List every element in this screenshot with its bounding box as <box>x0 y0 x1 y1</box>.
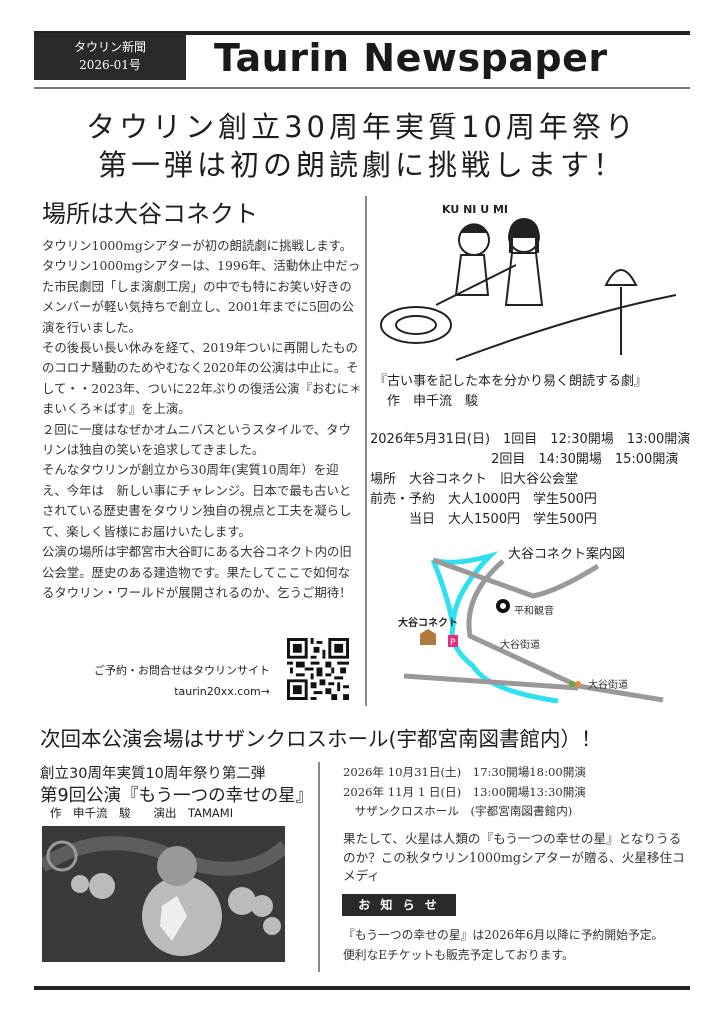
landmark-label: 平和観音 <box>514 604 554 617</box>
masthead-title: Taurin Newspaper <box>214 36 608 80</box>
paragraph: ２回に一度はなぜかオムニバスというスタイルで、タウリンは独自の笑いを追求してきま… <box>42 421 351 458</box>
play-caption: 『古い事を記した本を分かり易く朗読する劇』 作 申千流 駿 <box>374 372 647 412</box>
detail-line: 2026年5月31日(日) 1回目 12:30開場 13:00開演 <box>370 432 691 447</box>
paragraph: タウリン1000mgシアターは、1996年、活動休止中だった市民劇団「しま演劇工… <box>42 258 361 335</box>
notice-text: 『もう一つの幸せの星』は2026年6月以降に予約開始予定。 便利なEチケットも販… <box>343 925 663 965</box>
venue-building-icon <box>420 629 436 645</box>
play-description: 『古い事を記した本を分かり易く朗読する劇』 <box>374 374 648 389</box>
qr-code[interactable] <box>287 638 349 700</box>
article1-heading: 場所は大谷コネクト <box>42 200 258 228</box>
parking-icon <box>448 635 458 647</box>
road-label: 大谷街道 <box>500 638 540 651</box>
paper-name: タウリン新聞 <box>73 40 146 54</box>
article2-schedule: 2026年 10月31日(土) 17:30開場18:00開演 2026年 11月 … <box>343 763 586 822</box>
article1-body: タウリン1000mgシアターが初の朗読劇に挑戦します。 タウリン1000mgシア… <box>42 236 362 603</box>
illustration-title: KU NI U MI <box>442 203 508 216</box>
website-link[interactable]: taurin20xx.com→ <box>174 685 270 698</box>
article2-heading: 次回本公演会場はサザンクロスホール(宇都宮南図書館内）！ <box>40 727 602 751</box>
detail-line: 当日 大人1500円 学生500円 <box>370 512 597 527</box>
road-label: 大谷街道 <box>588 678 628 691</box>
detail-line: 前売・予約 大人1000円 学生500円 <box>370 492 597 507</box>
event-details: 2026年5月31日(日) 1回目 12:30開場 13:00開演 2回目 14… <box>370 430 690 530</box>
venue-label: 大谷コネクト <box>398 616 458 629</box>
contact-info: ご予約・お問合せはタウリンサイト taurin20xx.com→ <box>80 660 270 702</box>
notice-line: 便利なEチケットも販売予定しております。 <box>343 948 574 962</box>
venue-map: 大谷コネクト案内図 平和観音 大谷コネクト P 大谷街道 大谷街道 <box>398 546 664 704</box>
article2-credits: 作 申千流 駿 演出 TAMAMI <box>50 806 234 820</box>
top-rule <box>34 31 690 35</box>
map-title: 大谷コネクト案内図 <box>508 546 625 562</box>
paragraph: その後長い長い休みを経て、2019年ついに再開したもののコロナ騒動のためやむなく… <box>42 340 362 417</box>
svg-text:P: P <box>450 638 456 648</box>
masthead-rule <box>34 87 690 89</box>
paragraph: そんなタウリンが創立から30周年(実質10周年）を迎え、今年は 新しい事にチャレ… <box>42 462 352 539</box>
article2-title: 第9回公演『もう一つの幸せの星』 <box>40 786 314 806</box>
play-author: 作 申千流 駿 <box>374 394 479 409</box>
notice-label: お 知 ら せ <box>342 894 456 916</box>
column-divider <box>365 196 367 706</box>
headline-line1: タウリン創立30周年実質10周年祭り <box>86 110 638 144</box>
road-otani <box>466 559 664 703</box>
notice-line: 『もう一つの幸せの星』は2026年6月以降に予約開始予定。 <box>343 928 664 942</box>
paragraph: 公演の場所は宇都宮市大谷町にある大谷コネクト内の旧公会堂。歴史のある建造物です。… <box>42 544 352 600</box>
detail-line: 2回目 14:30開場 15:00開演 <box>370 452 679 467</box>
column-divider <box>318 762 320 972</box>
issue-number: 2026-01号 <box>79 58 141 72</box>
landmark-icon <box>496 599 510 613</box>
road-south <box>403 673 579 691</box>
detail-line: 場所 大谷コネクト 旧大谷公会堂 <box>370 472 579 487</box>
schedule-line: 2026年 10月31日(土) 17:30開場18:00開演 <box>343 765 586 779</box>
kuniumi-illustration: KU NI U MI <box>380 203 677 361</box>
article2-subtitle: 創立30周年実質10周年祭り第二弾 <box>40 766 266 782</box>
contact-text: ご予約・お問合せはタウリンサイト <box>94 664 270 677</box>
schedule-line: サザンクロスホール (宇都宮南図書館内) <box>343 804 573 818</box>
article2-description: 果たして、火星は人類の『もう一つの幸せの星』となりうるのか？この秋タウリン100… <box>343 831 685 883</box>
headline-line2: 第一弾は初の朗読劇に挑戦します！ <box>97 148 626 182</box>
planet-illustration <box>42 826 285 962</box>
paragraph: タウリン1000mgシアターが初の朗読劇に挑戦します。 <box>42 238 353 253</box>
schedule-line: 2026年 11月 1 日(日) 13:00開場13:30開演 <box>343 784 586 799</box>
road-north <box>432 557 600 599</box>
issue-box: タウリン新聞 2026-01号 <box>34 33 186 80</box>
bottom-rule <box>34 986 690 990</box>
